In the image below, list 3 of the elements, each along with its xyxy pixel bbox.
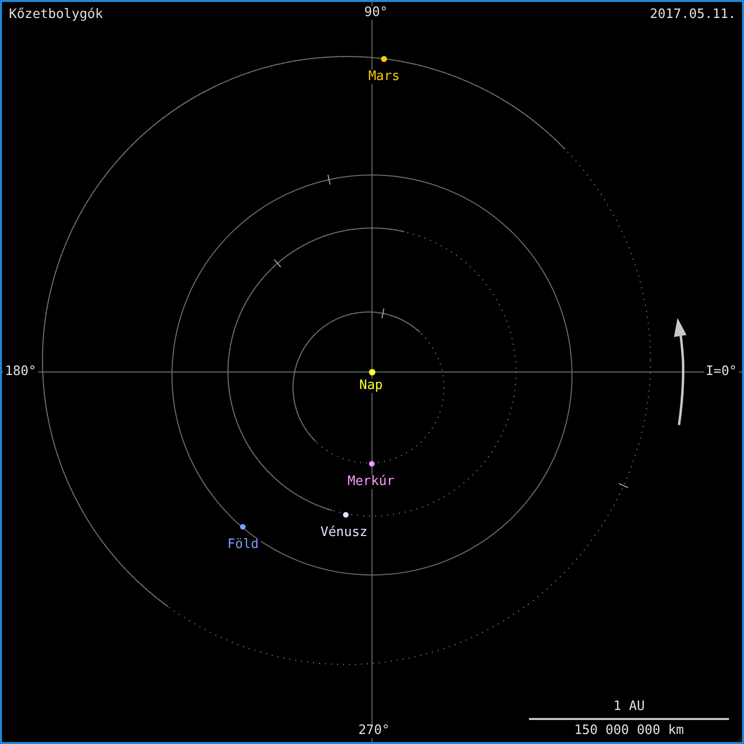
title-text: Kőzetbolygók bbox=[7, 8, 105, 22]
planet-label: Merkúr bbox=[346, 475, 396, 489]
sun-label: Nap bbox=[357, 379, 385, 393]
